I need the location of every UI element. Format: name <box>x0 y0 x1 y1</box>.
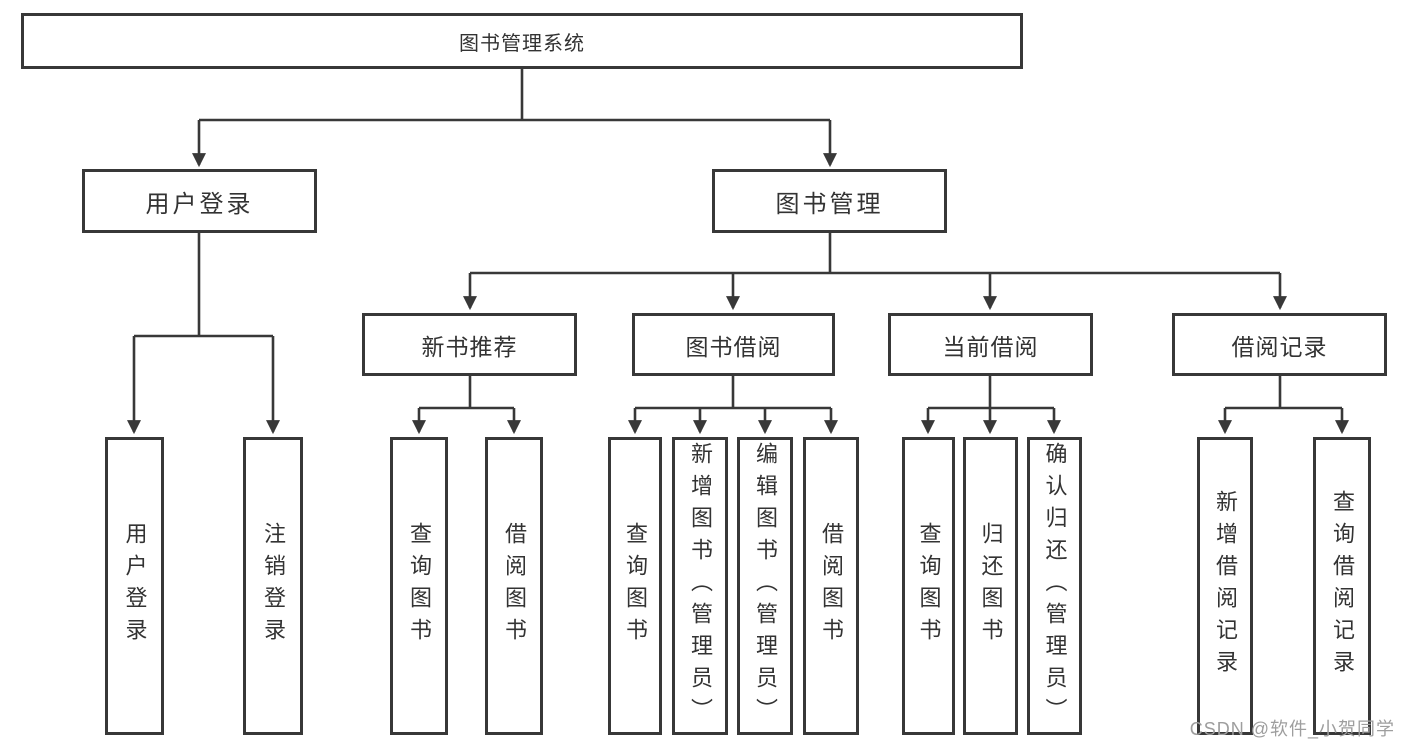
node-book-borrowing: 图书借阅 <box>632 313 835 376</box>
node-leaf-logout: 注销登录 <box>243 437 303 735</box>
node-leaf-user-login: 用户登录 <box>105 437 164 735</box>
node-root: 图书管理系统 <box>21 13 1023 69</box>
node-leaf-records-query-record: 查询借阅记录 <box>1313 437 1371 735</box>
node-leaf-recommend-query-books: 查询图书 <box>390 437 448 735</box>
node-leaf-current-query-books: 查询图书 <box>902 437 955 735</box>
node-borrowing-records: 借阅记录 <box>1172 313 1387 376</box>
node-leaf-current-return-books: 归还图书 <box>963 437 1018 735</box>
node-leaf-borrow-query-books: 查询图书 <box>608 437 662 735</box>
node-leaf-borrow-add-books: 新增图书（管理员） <box>672 437 728 735</box>
node-leaf-records-add-record: 新增借阅记录 <box>1197 437 1253 735</box>
node-book-management: 图书管理 <box>712 169 947 233</box>
node-leaf-borrow-borrow-books: 借阅图书 <box>803 437 859 735</box>
node-leaf-current-confirm-return: 确认归还（管理员） <box>1027 437 1082 735</box>
node-user-login: 用户登录 <box>82 169 317 233</box>
node-current-borrowing: 当前借阅 <box>888 313 1093 376</box>
node-leaf-borrow-edit-books: 编辑图书（管理员） <box>737 437 793 735</box>
node-new-book-recommend: 新书推荐 <box>362 313 577 376</box>
watermark: CSDN @软件_小贺同学 <box>1189 719 1395 739</box>
node-leaf-recommend-borrow-books: 借阅图书 <box>485 437 543 735</box>
